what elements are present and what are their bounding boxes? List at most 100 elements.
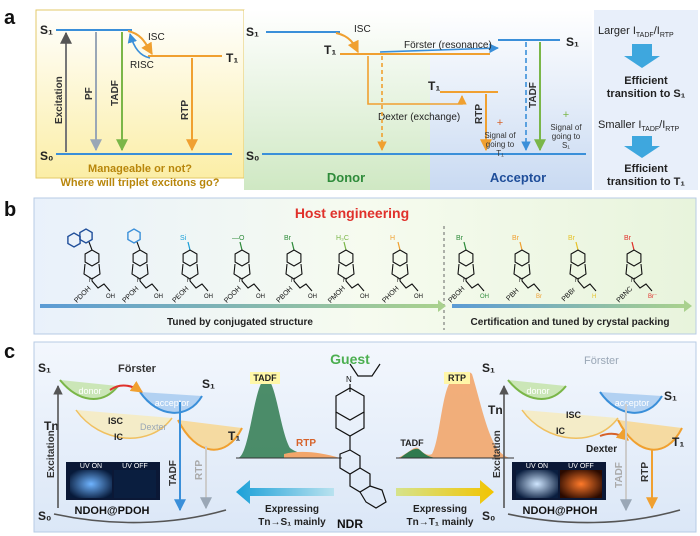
left-expressing-arrow (236, 480, 334, 504)
host-engineering-title: Host engineering (295, 205, 409, 221)
benzene-ring (392, 249, 408, 267)
ndr-chain (349, 363, 381, 377)
benzene-ring (84, 249, 100, 267)
panel-c-letter: c (4, 341, 15, 363)
ndr-ring-5 (359, 485, 387, 509)
c-right-forster: Förster (584, 355, 619, 367)
right-spectrum-tadf (400, 448, 436, 458)
imide-n: N (89, 278, 93, 284)
imide-n: N (137, 278, 141, 284)
substituent-label: Si (180, 235, 187, 242)
substituent-bond (397, 241, 401, 251)
imide-n: N (239, 278, 243, 284)
signal-s1-line1: Signal of (550, 123, 582, 132)
imide-ring (181, 263, 199, 280)
panel-b-letter: b (4, 199, 16, 221)
substituent-ring (127, 228, 141, 244)
alkyl-chain (633, 280, 653, 292)
c-left-rtp: RTP (194, 460, 205, 480)
substituent-bond (291, 241, 295, 251)
c-left-t1-well (177, 419, 243, 451)
imide-ring (233, 263, 251, 280)
pf-label: PF (84, 87, 95, 100)
benzene-ring (132, 249, 148, 267)
c-left-tn-well (75, 409, 173, 439)
c-left-tadf: TADF (168, 460, 179, 486)
middle-s1-label: S₁ (246, 25, 259, 39)
benzene-ring (286, 249, 302, 267)
alkyl-chain (139, 280, 159, 292)
imide-n: N (631, 278, 635, 284)
caption-bar-left (40, 304, 438, 308)
c-right-donor-label: donor (526, 386, 549, 396)
c-right-diagram: S₁ Tn S₀ S₁ T₁ donor acceptor Förster IS… (482, 355, 684, 524)
panel-a-middle: S₁ S₀ T₁ T₁ S₁ ISC Förster (resonance) D… (244, 10, 592, 190)
alkyl-chain (293, 280, 313, 292)
c-right-acceptor-label: acceptor (615, 398, 650, 408)
rtp-label: RTP (180, 100, 191, 120)
c-left-s1-acceptor: S₁ (202, 377, 215, 391)
c-right-excitation: Excitation (492, 430, 503, 478)
down-arrow-1 (624, 44, 660, 68)
c-centre: Guest TADF RTP TADF RTP N NDR Expressing… (236, 351, 514, 531)
alkyl-chain (345, 280, 365, 292)
substituent-bond (136, 241, 141, 251)
expressing-right-1: Expressing (413, 504, 467, 515)
benzene-ring (338, 249, 354, 267)
imide-n: N (343, 278, 347, 284)
imide-n: N (397, 278, 401, 284)
c-left-diagram: S₁ Tn S₀ S₁ T₁ donor acceptor Förster IS… (38, 361, 243, 524)
left-tadf-tag: TADF (253, 373, 277, 383)
imide-ring (83, 263, 101, 280)
middle-isc-label: ISC (354, 24, 371, 35)
substituent-ring-2 (67, 232, 81, 248)
chain-end: H (592, 294, 596, 300)
c-right-tn: Tn (488, 403, 503, 417)
substituent-bond (187, 241, 191, 251)
expressing-left-1: Expressing (265, 504, 319, 515)
c-left-ic: IC (114, 432, 124, 442)
imide-ring (457, 263, 475, 280)
c-right-uv-on: UV ON (526, 463, 548, 470)
chain-end: Br⁻ (648, 294, 657, 300)
middle-s0-label: S₀ (246, 149, 259, 163)
chain-end: OH (256, 294, 265, 300)
c-right-rtp: RTP (640, 462, 651, 482)
expressing-right-2: Tn→T₁ mainly (407, 517, 474, 528)
imide-n: N (463, 278, 467, 284)
expressing-left-2: Tn→S₁ mainly (258, 517, 326, 528)
panel-a-right: Larger ITADF/IRTP Efficient transition t… (594, 10, 698, 190)
substituent-label: —O (232, 235, 245, 242)
acceptor-label: Acceptor (490, 170, 546, 185)
c-left-donor-label: donor (78, 386, 101, 396)
substituent-bond (463, 241, 467, 251)
panel-a-letter: a (4, 7, 16, 29)
c-right-photo-uv-on (516, 470, 558, 498)
c-right-acceptor-well (599, 391, 663, 414)
dexter-arrow (367, 56, 467, 105)
imide-ring (337, 263, 355, 280)
t1-label: T₁ (226, 51, 238, 65)
right-expressing-arrow (396, 480, 494, 504)
caption-bar-left-head (438, 300, 446, 312)
c-left-photo-uv-off (114, 470, 156, 498)
substituent-bond (631, 241, 635, 251)
imide-ring (285, 263, 303, 280)
benzene-ring (234, 249, 250, 267)
c-left-acceptor-label: acceptor (155, 398, 190, 408)
c-left-uv-on: UV ON (80, 463, 102, 470)
risc-arrow (127, 33, 151, 59)
signal-s1-plus: + (563, 109, 569, 121)
substituent-label: H₃C (336, 235, 349, 242)
c-right-ic: IC (556, 426, 566, 436)
chain-end: OH (106, 294, 115, 300)
s0-label: S₀ (40, 149, 53, 163)
left-tadf-tag-bg (250, 372, 280, 384)
imide-n: N (519, 278, 523, 284)
panel-a-left-bg (35, 9, 245, 179)
chain-end: OH (204, 294, 213, 300)
alkyl-chain (189, 280, 209, 292)
s1-label: S₁ (40, 23, 53, 37)
caption-bar-right-head (684, 300, 692, 312)
